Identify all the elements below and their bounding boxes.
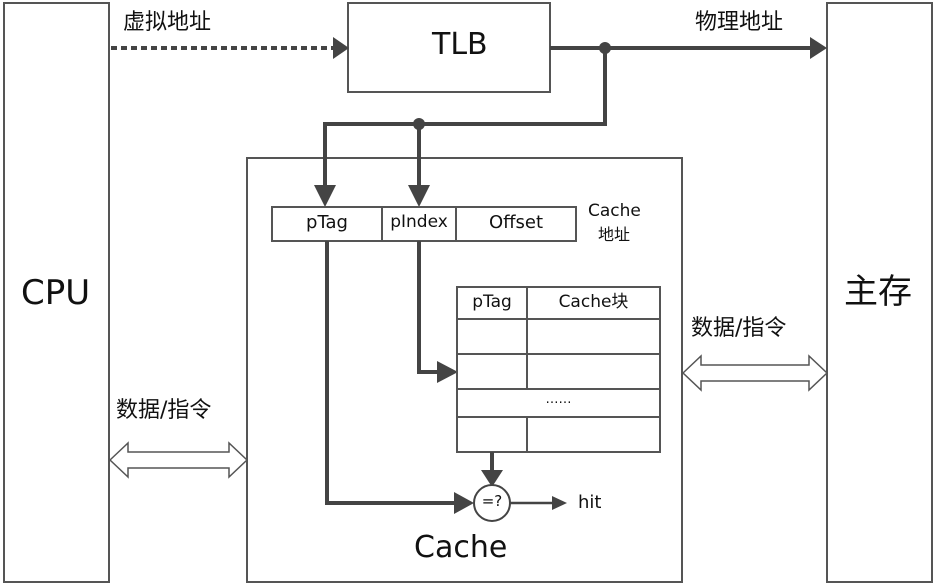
pindex-to-table-line bbox=[417, 241, 442, 374]
hit-label: hit bbox=[578, 492, 602, 513]
physical-address-label: 物理地址 bbox=[695, 10, 784, 35]
physical-address-arrowhead bbox=[810, 37, 827, 59]
tlb-to-cache-line bbox=[323, 48, 607, 190]
main-memory-label: 主存 bbox=[844, 272, 912, 312]
ptag-arrowhead bbox=[314, 185, 336, 207]
cache-address-label-line2: 地址 bbox=[598, 225, 631, 244]
cache-table-ellipsis: …… bbox=[545, 392, 572, 407]
cache-address-ptag: pTag bbox=[306, 212, 348, 233]
table-comparator-arrowhead bbox=[481, 470, 503, 487]
cpu-label: CPU bbox=[21, 273, 91, 313]
cache-table-header-block: Cache块 bbox=[558, 292, 629, 312]
tlb-label: TLB bbox=[432, 27, 488, 62]
cache-label: Cache bbox=[414, 530, 508, 565]
cache-address-offset: Offset bbox=[488, 212, 544, 233]
ptag-comparator-arrowhead bbox=[454, 492, 474, 514]
cache-address-field-offset bbox=[455, 206, 577, 242]
virtual-address-label: 虚拟地址 bbox=[123, 10, 212, 35]
cpu-cache-double-arrow bbox=[108, 441, 249, 479]
data-instr-left-label: 数据/指令 bbox=[116, 398, 212, 423]
data-instr-right-label: 数据/指令 bbox=[691, 316, 787, 341]
main-memory-box bbox=[826, 2, 933, 583]
cpu-box bbox=[3, 2, 110, 583]
cache-table bbox=[456, 286, 661, 453]
pindex-table-arrowhead bbox=[437, 361, 458, 383]
cache-table-header-ptag: pTag bbox=[472, 292, 512, 312]
virtual-address-arrowhead bbox=[333, 37, 349, 59]
cache-address-pindex: pIndex bbox=[390, 212, 448, 232]
ptag-to-comparator-line bbox=[325, 241, 460, 505]
cache-address-label-line1: Cache bbox=[588, 201, 641, 221]
hit-arrowhead bbox=[552, 496, 567, 510]
pindex-arrowhead bbox=[408, 185, 430, 207]
comparator-label: =? bbox=[481, 492, 503, 510]
cache-memory-double-arrow bbox=[681, 354, 829, 392]
cache-box bbox=[246, 157, 683, 583]
